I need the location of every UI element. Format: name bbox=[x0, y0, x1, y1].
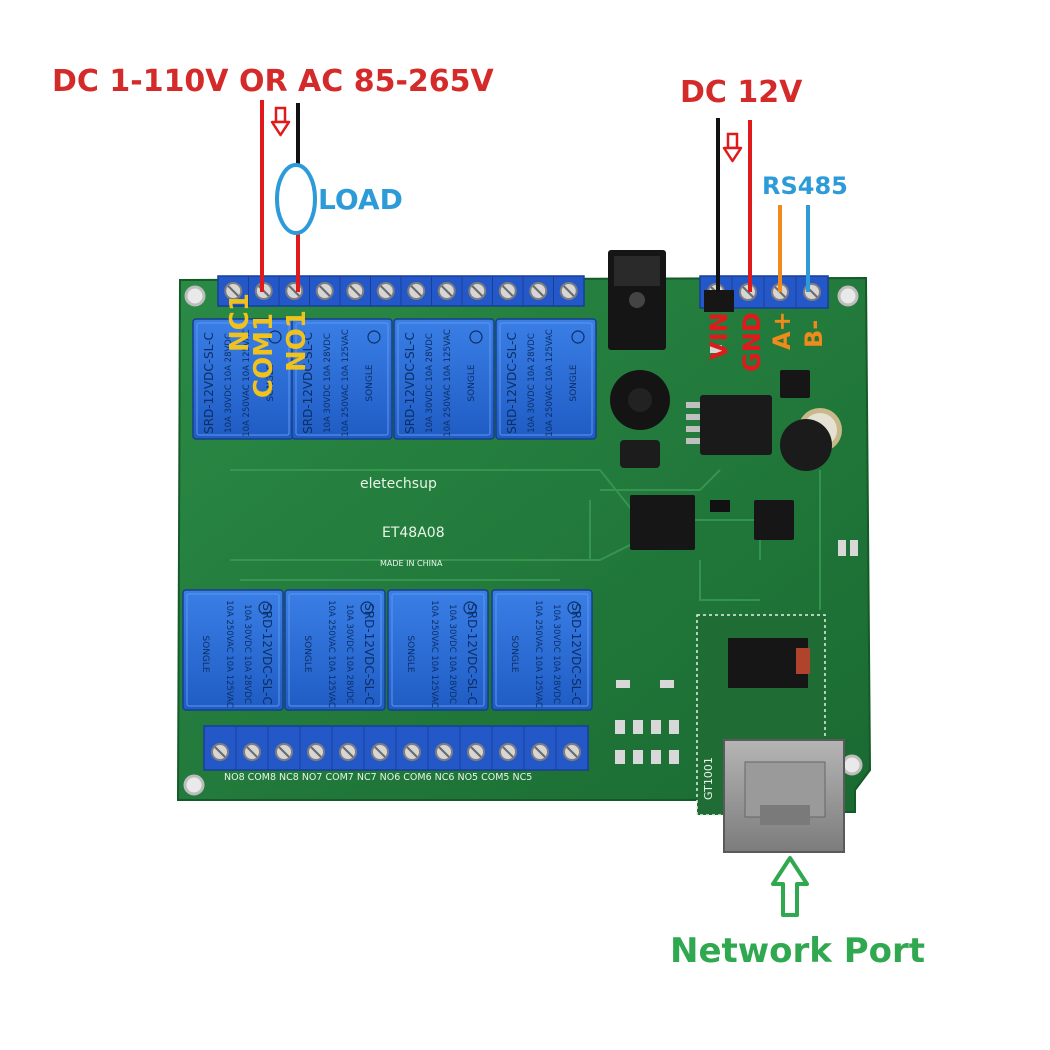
current-arrows bbox=[270, 106, 809, 917]
relay-8-text-2: 10A 30VDC 10A 28VDC bbox=[551, 604, 561, 704]
relay-2-text-1: SRD-12VDC-SL-C bbox=[301, 332, 315, 434]
load-symbol bbox=[275, 163, 317, 235]
relay-1-text-3: 10A 250VAC 10A 125VAC bbox=[242, 329, 252, 437]
relay-4-text-1: SRD-12VDC-SL-C bbox=[505, 332, 519, 434]
relay-6-cert-mark bbox=[360, 601, 374, 615]
bottom-terminal-block bbox=[203, 725, 589, 771]
relay-7-cert-mark bbox=[463, 601, 477, 615]
network-port-label: Network Port bbox=[670, 931, 925, 971]
module-silkscreen: GT1001 bbox=[702, 757, 715, 800]
relay-8-cert-mark bbox=[567, 601, 581, 615]
relay-2: SRD-12VDC-SL-C 10A 30VDC 10A 28VDC 10A 250… bbox=[291, 318, 393, 440]
load-arrow-icon bbox=[270, 106, 291, 137]
relay-1-text-4: SONGLE bbox=[266, 364, 276, 402]
relay-group: SRD-12VDC-SL-C 10A 30VDC 10A 28VDC 10A 250… bbox=[182, 318, 597, 711]
pin-label-b-minus: B- bbox=[800, 320, 828, 348]
relay-3-text-4: SONGLE bbox=[467, 364, 477, 402]
mounting-holes bbox=[183, 285, 863, 796]
pin-label-vin: VIN bbox=[705, 312, 733, 360]
relay-6-text-3: 10A 250VAC 10A 125VAC bbox=[326, 600, 336, 708]
relay-3: SRD-12VDC-SL-C 10A 30VDC 10A 28VDC 10A 250… bbox=[393, 318, 495, 440]
relay-4: SRD-12VDC-SL-C 10A 30VDC 10A 28VDC 10A 250… bbox=[495, 318, 597, 440]
rs485-label: RS485 bbox=[762, 172, 848, 200]
pin-labels: NC1 COM1 NO1 VIN GND A+ B- bbox=[225, 293, 828, 398]
relay-5-text-3: 10A 250VAC 10A 125VAC bbox=[224, 600, 234, 708]
pin-label-a-plus: A+ bbox=[768, 311, 796, 350]
relay-7-text-1: SRD-12VDC-SL-C bbox=[465, 603, 479, 705]
capacitor bbox=[780, 408, 842, 471]
relay-6-text-2: 10A 30VDC 10A 28VDC bbox=[344, 604, 354, 704]
relay-6: SRD-12VDC-SL-C 10A 30VDC 10A 28VDC 10A 250… bbox=[284, 589, 386, 711]
relay-7-text-2: 10A 30VDC 10A 28VDC bbox=[447, 604, 457, 704]
voltage-regulator bbox=[686, 395, 772, 455]
buzzer bbox=[610, 370, 670, 468]
pin-label-gnd: GND bbox=[738, 312, 766, 372]
pin-label-com1: COM1 bbox=[249, 313, 279, 398]
board-silkscreen: eletechsup ET48A08 MADE IN CHINA GT1001 … bbox=[224, 476, 715, 800]
relay-4-cert-mark bbox=[571, 330, 585, 344]
load-power-label: DC 1-110V OR AC 85-265V bbox=[52, 64, 495, 99]
relay-5-text-1: SRD-12VDC-SL-C bbox=[260, 603, 274, 705]
smd-components bbox=[615, 345, 858, 764]
relay-3-text-3: 10A 250VAC 10A 125VAC bbox=[443, 329, 453, 437]
relay-7: SRD-12VDC-SL-C 10A 30VDC 10A 28VDC 10A 250… bbox=[387, 589, 489, 711]
load-label: LOAD bbox=[318, 183, 403, 216]
network-module bbox=[696, 614, 845, 853]
brand-silkscreen: eletechsup bbox=[360, 476, 437, 492]
relay-5-cert-mark bbox=[258, 601, 272, 615]
relay-6-text-1: SRD-12VDC-SL-C bbox=[362, 603, 376, 705]
relay-8-text-3: 10A 250VAC 10A 125VAC bbox=[533, 600, 543, 708]
relay-2-text-4: SONGLE bbox=[365, 364, 375, 402]
relay-2-text-3: 10A 250VAC 10A 125VAC bbox=[341, 329, 351, 437]
dc-barrel-jack bbox=[608, 250, 666, 350]
relay-3-cert-mark bbox=[469, 330, 483, 344]
relay-4-text-3: 10A 250VAC 10A 125VAC bbox=[545, 329, 555, 437]
relay-5-text-4: SONGLE bbox=[200, 635, 210, 673]
top-terminal-block bbox=[217, 275, 585, 307]
relay-7-text-4: SONGLE bbox=[405, 635, 415, 673]
relay-1-text-2: 10A 30VDC 10A 28VDC bbox=[224, 333, 234, 433]
dc-power-label: DC 12V bbox=[680, 75, 803, 110]
relay-8-text-1: SRD-12VDC-SL-C bbox=[569, 603, 583, 705]
relay-5: SRD-12VDC-SL-C 10A 30VDC 10A 28VDC 10A 250… bbox=[182, 589, 284, 711]
callout-labels: DC 1-110V OR AC 85-265V LOAD DC 12V RS48… bbox=[52, 64, 925, 971]
relay-8: SRD-12VDC-SL-C 10A 30VDC 10A 28VDC 10A 250… bbox=[491, 589, 593, 711]
dc-arrow-icon bbox=[722, 132, 743, 163]
relay-4-text-2: 10A 30VDC 10A 28VDC bbox=[527, 333, 537, 433]
relay-7-text-3: 10A 250VAC 10A 125VAC bbox=[429, 600, 439, 708]
bottom-terminal-silkscreen: NO8 COM8 NC8 NO7 COM7 NC7 NO6 COM6 NC6 N… bbox=[224, 772, 532, 783]
ic-chips bbox=[630, 290, 810, 550]
made-in-silkscreen: MADE IN CHINA bbox=[380, 559, 443, 568]
relay-3-text-1: SRD-12VDC-SL-C bbox=[403, 332, 417, 434]
network-arrow-icon bbox=[771, 856, 809, 917]
relay-2-cert-mark bbox=[367, 330, 381, 344]
pin-label-nc1: NC1 bbox=[225, 293, 255, 352]
relay-3-text-2: 10A 30VDC 10A 28VDC bbox=[425, 333, 435, 433]
relay-8-text-4: SONGLE bbox=[509, 635, 519, 673]
pin-label-no1: NO1 bbox=[282, 310, 312, 372]
relay-6-text-4: SONGLE bbox=[302, 635, 312, 673]
wiring bbox=[260, 100, 810, 292]
relay-4-text-4: SONGLE bbox=[569, 364, 579, 402]
relay-5-text-2: 10A 30VDC 10A 28VDC bbox=[242, 604, 252, 704]
model-silkscreen: ET48A08 bbox=[382, 525, 445, 541]
relay-2-text-2: 10A 30VDC 10A 28VDC bbox=[323, 333, 333, 433]
relay-1-cert-mark bbox=[268, 330, 282, 344]
relay-1-text-1: SRD-12VDC-SL-C bbox=[202, 332, 216, 434]
